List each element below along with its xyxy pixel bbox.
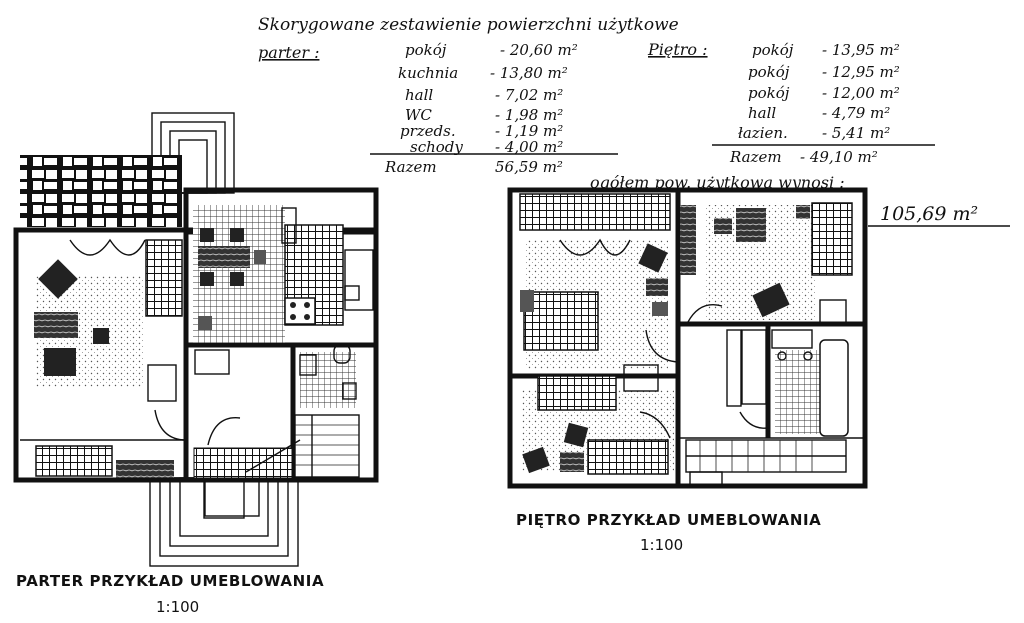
upper-stairs [685, 439, 847, 473]
bookshelf [145, 239, 183, 317]
ground-stairs [245, 414, 360, 478]
terrace-door-swing [69, 238, 146, 256]
ground-room-value: - 1,98 m² [495, 106, 563, 124]
dining-table [198, 246, 250, 268]
ground-floor-areas: parter : pokój - 20,60 m² kuchnia - 13,8… [258, 41, 618, 176]
hall-cabinet [194, 349, 230, 375]
ground-floor-caption: PARTER PRZYKŁAD UMEBLOWANIA [16, 572, 324, 590]
wc-sink [342, 382, 357, 400]
upper-total-label: Razem [729, 148, 782, 166]
upper-room-name: pokój [752, 41, 794, 59]
upper-room-name: pokój [748, 63, 790, 81]
balcony-door-swing [559, 238, 631, 256]
summary-heading: Skorygowane zestawienie powierzchni użyt… [258, 15, 679, 35]
bed-right [811, 202, 853, 276]
upper-hall-closet [726, 329, 742, 407]
ground-room-name: hall [405, 86, 433, 104]
ground-room-name: pokój [405, 41, 447, 59]
ground-room-value: - 13,80 m² [490, 64, 568, 82]
overall-area-value: 105,69 m² [880, 203, 978, 225]
upper-floor-areas: Piętro : pokój - 13,95 m² pokój - 12,95 … [647, 40, 935, 166]
area-summary: Skorygowane zestawienie powierzchni użyt… [258, 15, 1010, 227]
rug [34, 312, 78, 338]
upper-floor-label: Piętro : [647, 40, 708, 59]
overall-area: ogółem pow. użytkowa wynosi : 105,69 m² [590, 173, 1010, 227]
low-cabinet [116, 460, 174, 478]
upper-room-value: - 12,00 m² [822, 84, 900, 102]
upper-outer-wall [507, 187, 868, 489]
stove [284, 297, 316, 325]
wc-toilet [333, 344, 351, 364]
ground-room-value: - 20,60 m² [500, 41, 578, 59]
tv-stand [147, 364, 177, 402]
upper-room-name: pokój [748, 84, 790, 102]
upper-floor-scale: 1:100 [640, 536, 683, 554]
stool [44, 348, 76, 376]
upper-room-value: - 13,95 m² [822, 41, 900, 59]
ground-room-name: WC [405, 106, 432, 124]
ground-total-label: Razem [384, 158, 437, 176]
ground-room-name: przeds. [400, 122, 456, 140]
entrance-tile [193, 447, 293, 479]
desk [587, 439, 669, 475]
upper-room-name: hall [748, 104, 776, 122]
upper-room-value: - 4,79 m² [822, 104, 890, 122]
ground-floor-scale: 1:100 [156, 598, 199, 616]
stone-terrace [20, 155, 182, 227]
overall-area-label: ogółem pow. użytkowa wynosi : [590, 173, 845, 192]
wardrobe [537, 375, 617, 411]
upper-room-value: - 5,41 m² [822, 124, 890, 142]
ground-room-value: - 7,02 m² [495, 86, 563, 104]
ground-floor-label: parter : [258, 43, 319, 62]
ground-total-value: 56,59 m² [495, 158, 563, 176]
ground-room-value: - 1,19 m² [495, 122, 563, 140]
fridge [344, 249, 374, 311]
ground-room-name: kuchnia [398, 64, 458, 82]
upper-floor-caption: PIĘTRO PRZYKŁAD UMEBLOWANIA [516, 511, 821, 529]
side-table [93, 328, 109, 344]
radiator [35, 445, 113, 477]
bedroom-door-swing [645, 329, 679, 363]
upper-room-value: - 12,95 m² [822, 63, 900, 81]
ground-room-name: schody [410, 138, 463, 156]
hall-door-swing [154, 409, 187, 441]
ground-floor-plan [13, 112, 379, 567]
upper-room-name: łazien. [738, 124, 788, 142]
upper-total-value: - 49,10 m² [800, 148, 878, 166]
bathtub [819, 339, 849, 437]
garden-path-bottom [149, 477, 299, 567]
entrance-door-swing [207, 417, 241, 446]
ground-room-value: - 4,00 m² [495, 138, 563, 156]
entrance-lobby [204, 479, 260, 517]
bed-left [523, 291, 599, 351]
upper-floor-plan [507, 187, 868, 489]
balcony-rail [519, 193, 671, 231]
